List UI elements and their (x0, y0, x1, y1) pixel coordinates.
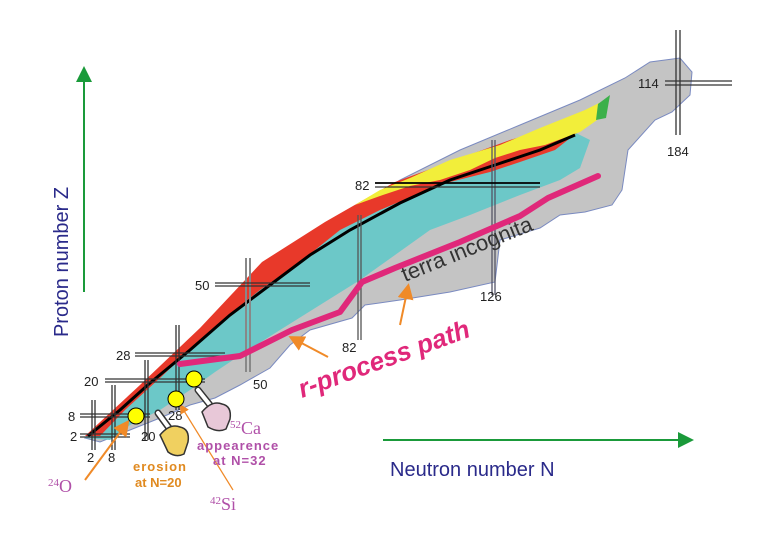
proton-magic-28: 28 (116, 348, 130, 363)
neutron-magic-82: 82 (342, 340, 356, 355)
o24-marker (127, 407, 145, 425)
pointer-arrows (84, 283, 414, 491)
neutron-magic-28: 28 (168, 408, 182, 423)
appearance-label-line2: at N=32 (213, 453, 267, 468)
proton-magic-82: 82 (355, 178, 369, 193)
alpha-decay-region (355, 100, 605, 205)
n-axis-label: Neutron number N (390, 459, 555, 481)
neutron-magic-8: 8 (108, 450, 115, 465)
neutron-magic-50: 50 (253, 377, 267, 392)
z-axis-label: Proton number Z (51, 187, 73, 337)
r-process-path-line (177, 173, 601, 367)
ca52-label: 52Ca (230, 418, 261, 438)
ca52-marker (185, 370, 203, 388)
si42-label: 42Si (210, 494, 236, 514)
proton-magic-114: 114 (638, 76, 659, 91)
beta-plus-region (85, 125, 578, 436)
proton-magic-20: 20 (84, 374, 98, 389)
magic-lines (80, 30, 732, 450)
neutron-magic-126: 126 (480, 289, 502, 304)
proton-magic-50: 50 (195, 278, 209, 293)
erosion-label-line1: erosion (133, 459, 187, 474)
proton-magic-2: 2 (70, 429, 77, 444)
o24-label: 24O (48, 476, 72, 496)
si42-marker (167, 390, 185, 408)
neutron-magic-2: 2 (87, 450, 94, 465)
erosion-label-line2: at N=20 (135, 475, 182, 490)
appearance-label-line1: appearence (197, 438, 279, 453)
proton-magic-8: 8 (68, 409, 75, 424)
neutron-magic-184: 184 (667, 144, 689, 159)
fission-region (596, 95, 610, 120)
pointing-hand-icon (154, 409, 190, 457)
neutron-magic-20: 20 (141, 429, 155, 444)
beta-minus-region (85, 125, 590, 440)
pointing-hand-icon (194, 386, 232, 432)
